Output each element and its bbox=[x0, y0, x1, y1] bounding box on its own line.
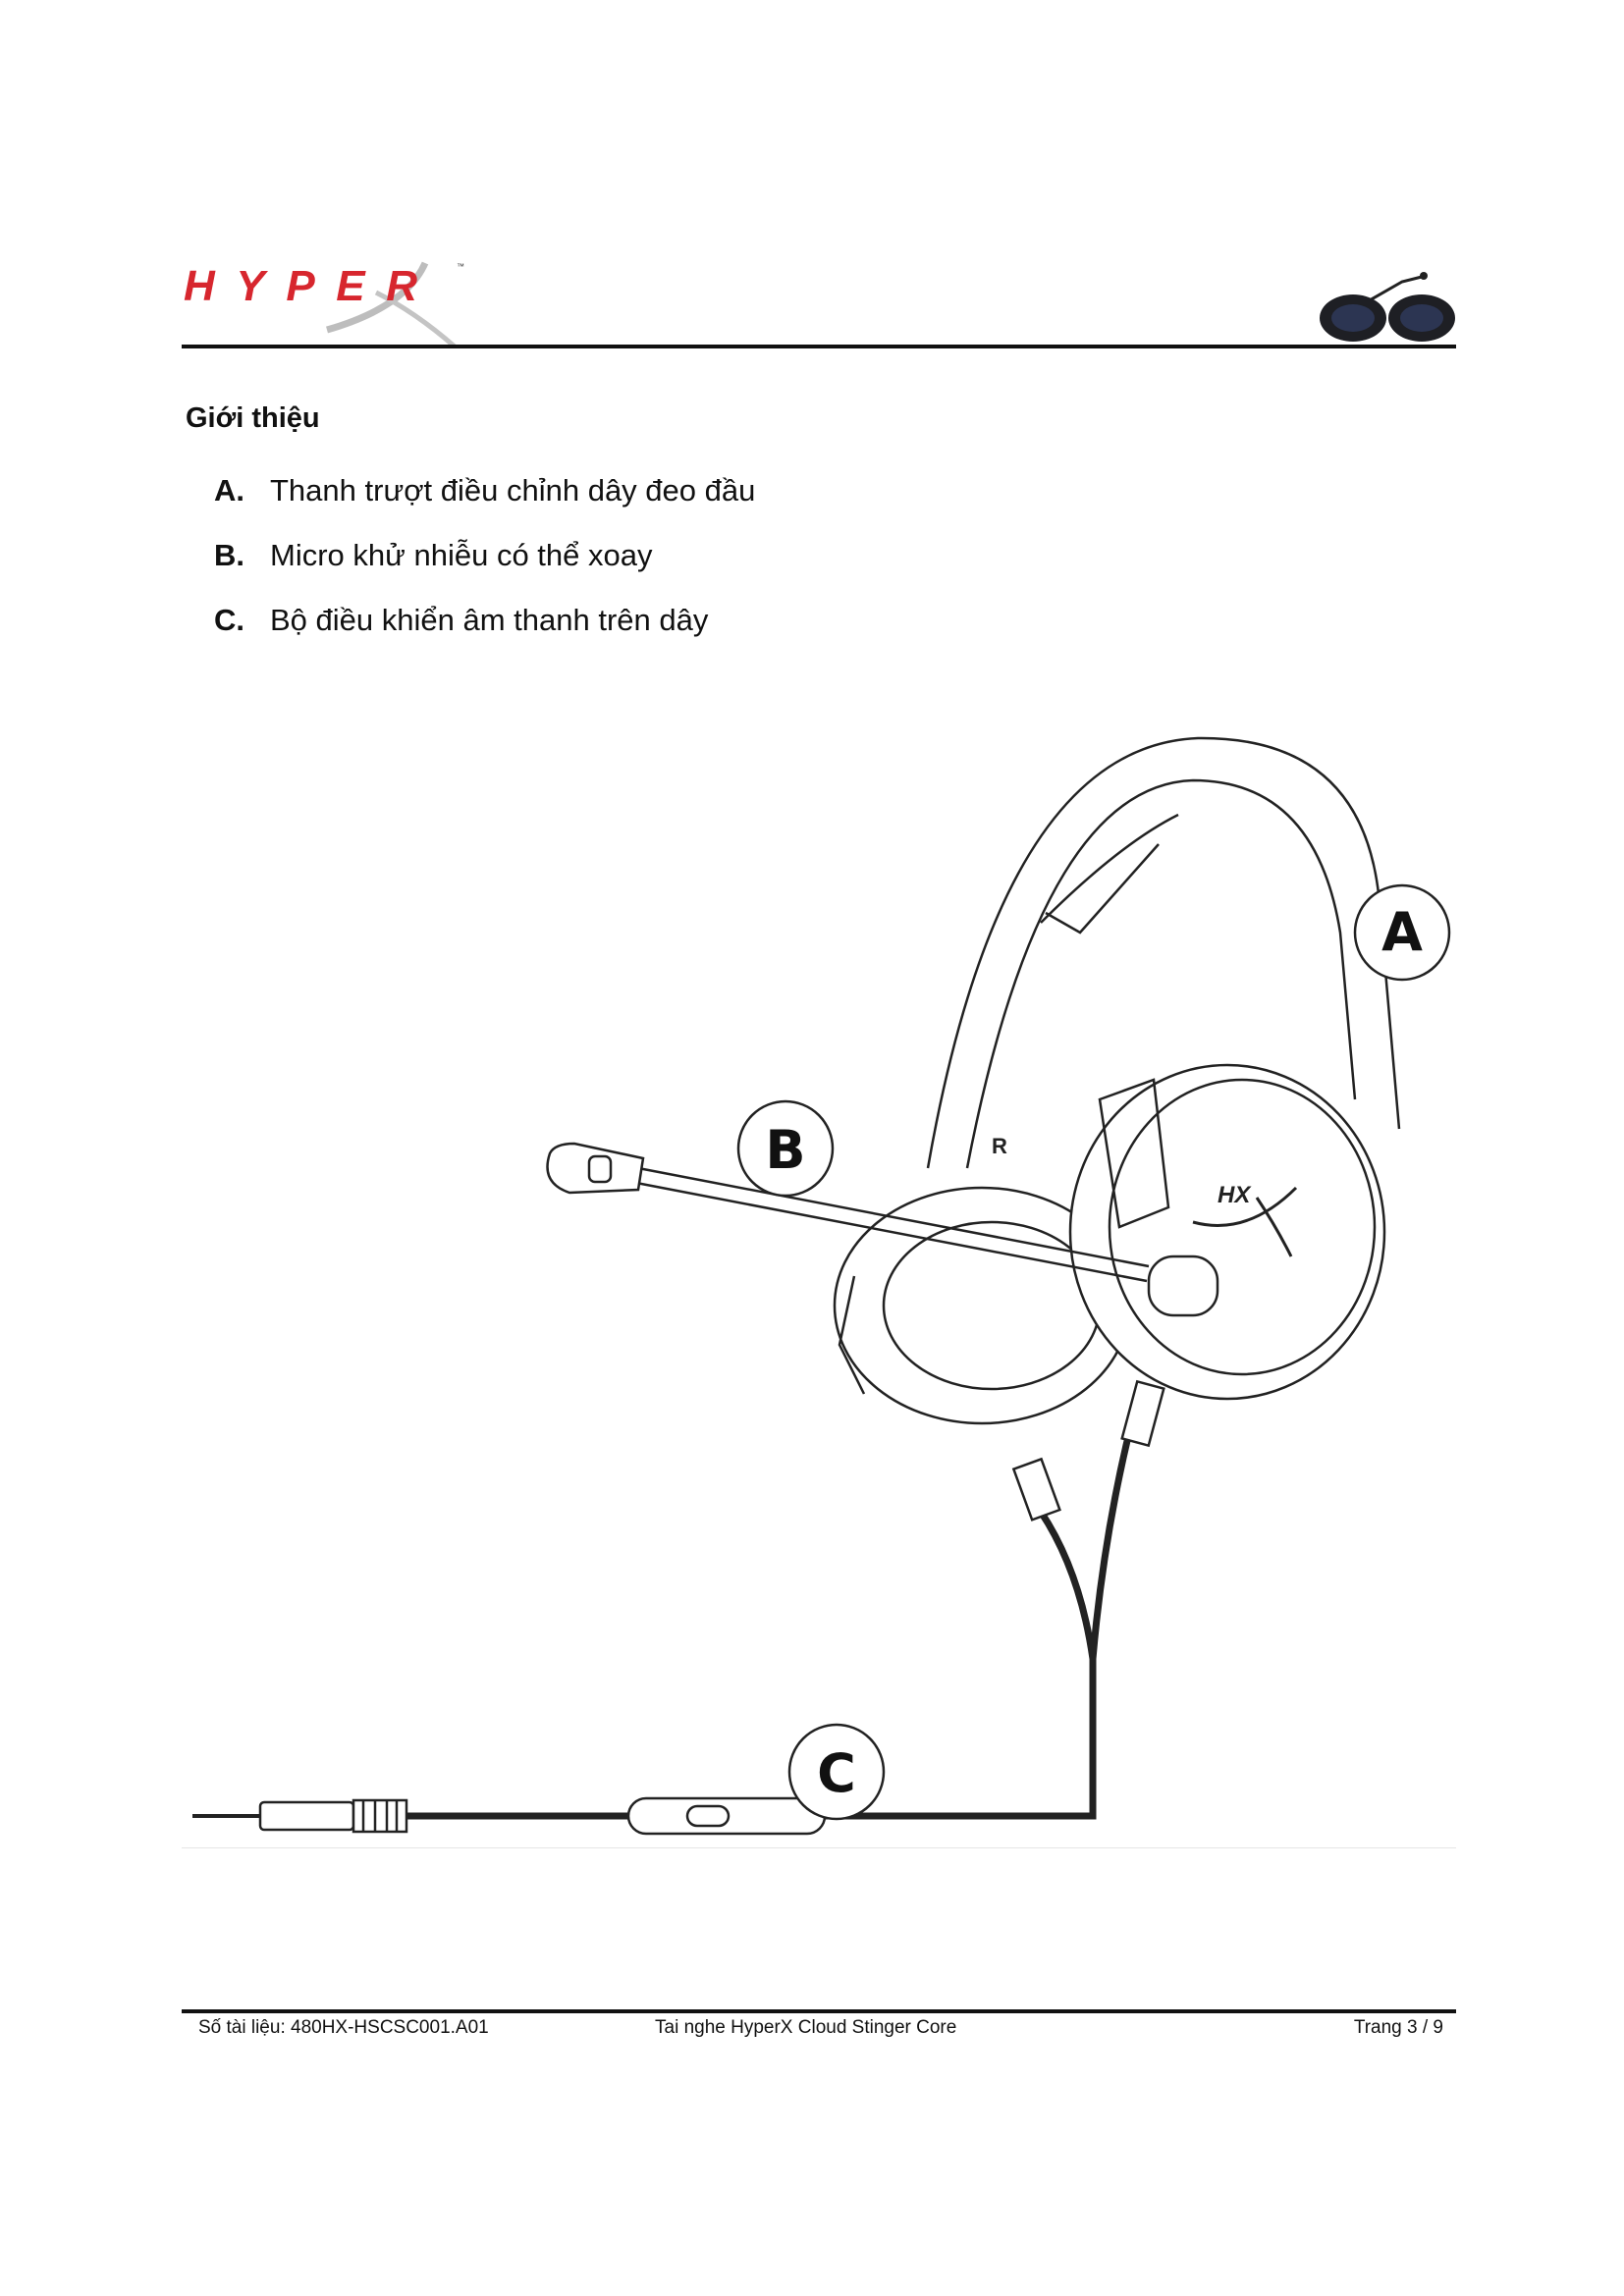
section-title: Giới thiệu bbox=[186, 402, 320, 434]
svg-text:™: ™ bbox=[457, 262, 464, 271]
inline-control bbox=[626, 1796, 827, 1836]
hyperx-logo: HYPER ™ bbox=[184, 261, 464, 348]
cable bbox=[406, 1393, 1143, 1820]
list-letter: A. bbox=[214, 473, 244, 507]
headset-thumbnail bbox=[1320, 272, 1455, 342]
list-letter: C. bbox=[214, 603, 244, 637]
mic-boom bbox=[635, 1166, 1150, 1283]
right-earcup bbox=[1068, 1063, 1386, 1401]
footer-page-number: Trang 3 / 9 bbox=[1353, 2017, 1443, 2038]
hx-logo-mark bbox=[1192, 1186, 1298, 1257]
callout-a: A bbox=[1353, 883, 1451, 982]
figure-rule bbox=[182, 1847, 1456, 1848]
callout-b: B bbox=[736, 1099, 835, 1198]
callout-label: A bbox=[1381, 901, 1423, 963]
list-text: Micro khử nhiễu có thể xoay bbox=[270, 538, 653, 572]
list-item: B. Micro khử nhiễu có thể xoay bbox=[214, 538, 653, 573]
header-rule bbox=[182, 345, 1456, 348]
callout-label: B bbox=[765, 1119, 805, 1181]
list-letter: B. bbox=[214, 538, 244, 572]
footer-rule bbox=[182, 2009, 1456, 2013]
list-text: Bộ điều khiển âm thanh trên dây bbox=[270, 603, 709, 637]
callout-label: C bbox=[817, 1742, 856, 1804]
footer-doc-number: Số tài liệu: 480HX-HSCSC001.A01 bbox=[198, 2017, 489, 2038]
headband bbox=[926, 736, 1401, 1169]
list-item: C. Bộ điều khiển âm thanh trên dây bbox=[214, 603, 708, 638]
mic-head bbox=[546, 1142, 645, 1195]
svg-text:HX: HX bbox=[1218, 1182, 1252, 1208]
headset-diagram: HX R A B C bbox=[192, 736, 1451, 1836]
list-text: Thanh trượt điều chỉnh dây đeo đầu bbox=[270, 473, 756, 507]
svg-text:R: R bbox=[992, 1134, 1007, 1158]
callout-c: C bbox=[787, 1723, 886, 1821]
footer-product: Tai nghe HyperX Cloud Stinger Core bbox=[655, 2017, 957, 2038]
list-item: A. Thanh trượt điều chỉnh dây đeo đầu bbox=[214, 473, 755, 508]
